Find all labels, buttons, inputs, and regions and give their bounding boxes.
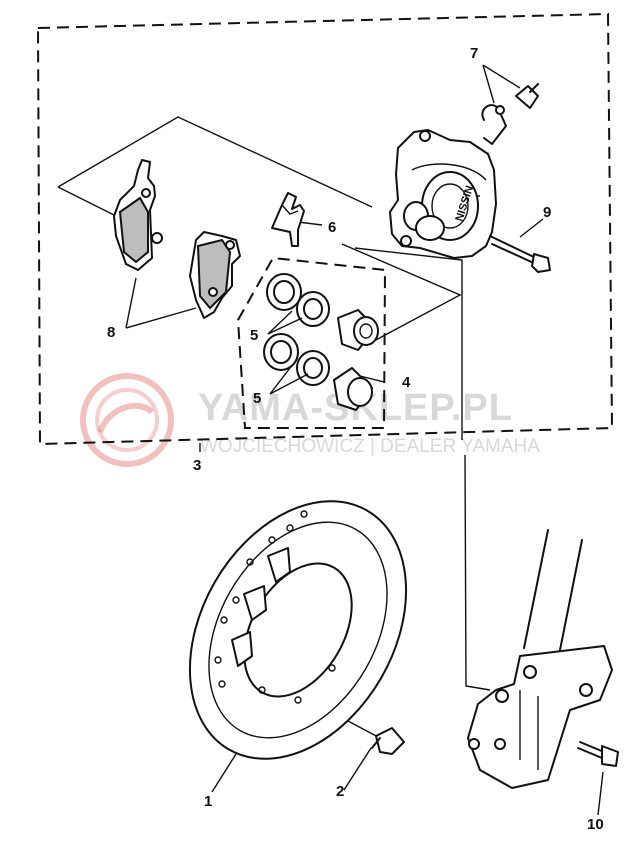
watermark-logo-icon	[80, 373, 174, 467]
fork-leg	[467, 529, 613, 789]
watermark: YAMA-SKLEP.PL WOJCIECHOWICZ | DEALER YAM…	[80, 373, 540, 467]
leader-lines	[57, 64, 604, 816]
disc-screw	[371, 727, 405, 755]
callout-7: 7	[470, 45, 478, 62]
disc-holes	[214, 510, 336, 704]
pad-support-plate	[271, 192, 305, 247]
callout-5b: 5	[253, 390, 261, 407]
bleed-screw	[481, 83, 539, 145]
brake-disc	[188, 500, 408, 760]
pistons	[333, 309, 379, 411]
caliper-bolt	[489, 235, 551, 273]
callout-2: 2	[336, 783, 344, 800]
callout-6: 6	[328, 219, 336, 236]
caliper-assembly-boundary	[36, 12, 614, 446]
callout-8: 8	[107, 324, 115, 341]
callout-9: 9	[543, 204, 551, 221]
piston-seals	[263, 273, 330, 386]
callout-1: 1	[204, 793, 212, 810]
brake-pad-left	[113, 159, 163, 271]
seal-kit-boundary	[236, 256, 387, 429]
callout-10: 10	[587, 816, 604, 833]
callout-4: 4	[402, 374, 411, 391]
caliper-body: NISSIN	[389, 129, 497, 259]
callout-3: 3	[193, 457, 201, 474]
callout-5a: 5	[250, 327, 258, 344]
brake-pad-right	[189, 231, 241, 319]
watermark-dealer: WOJCIECHOWICZ | DEALER YAMAHA	[200, 436, 540, 457]
fork-bolt	[577, 741, 619, 767]
